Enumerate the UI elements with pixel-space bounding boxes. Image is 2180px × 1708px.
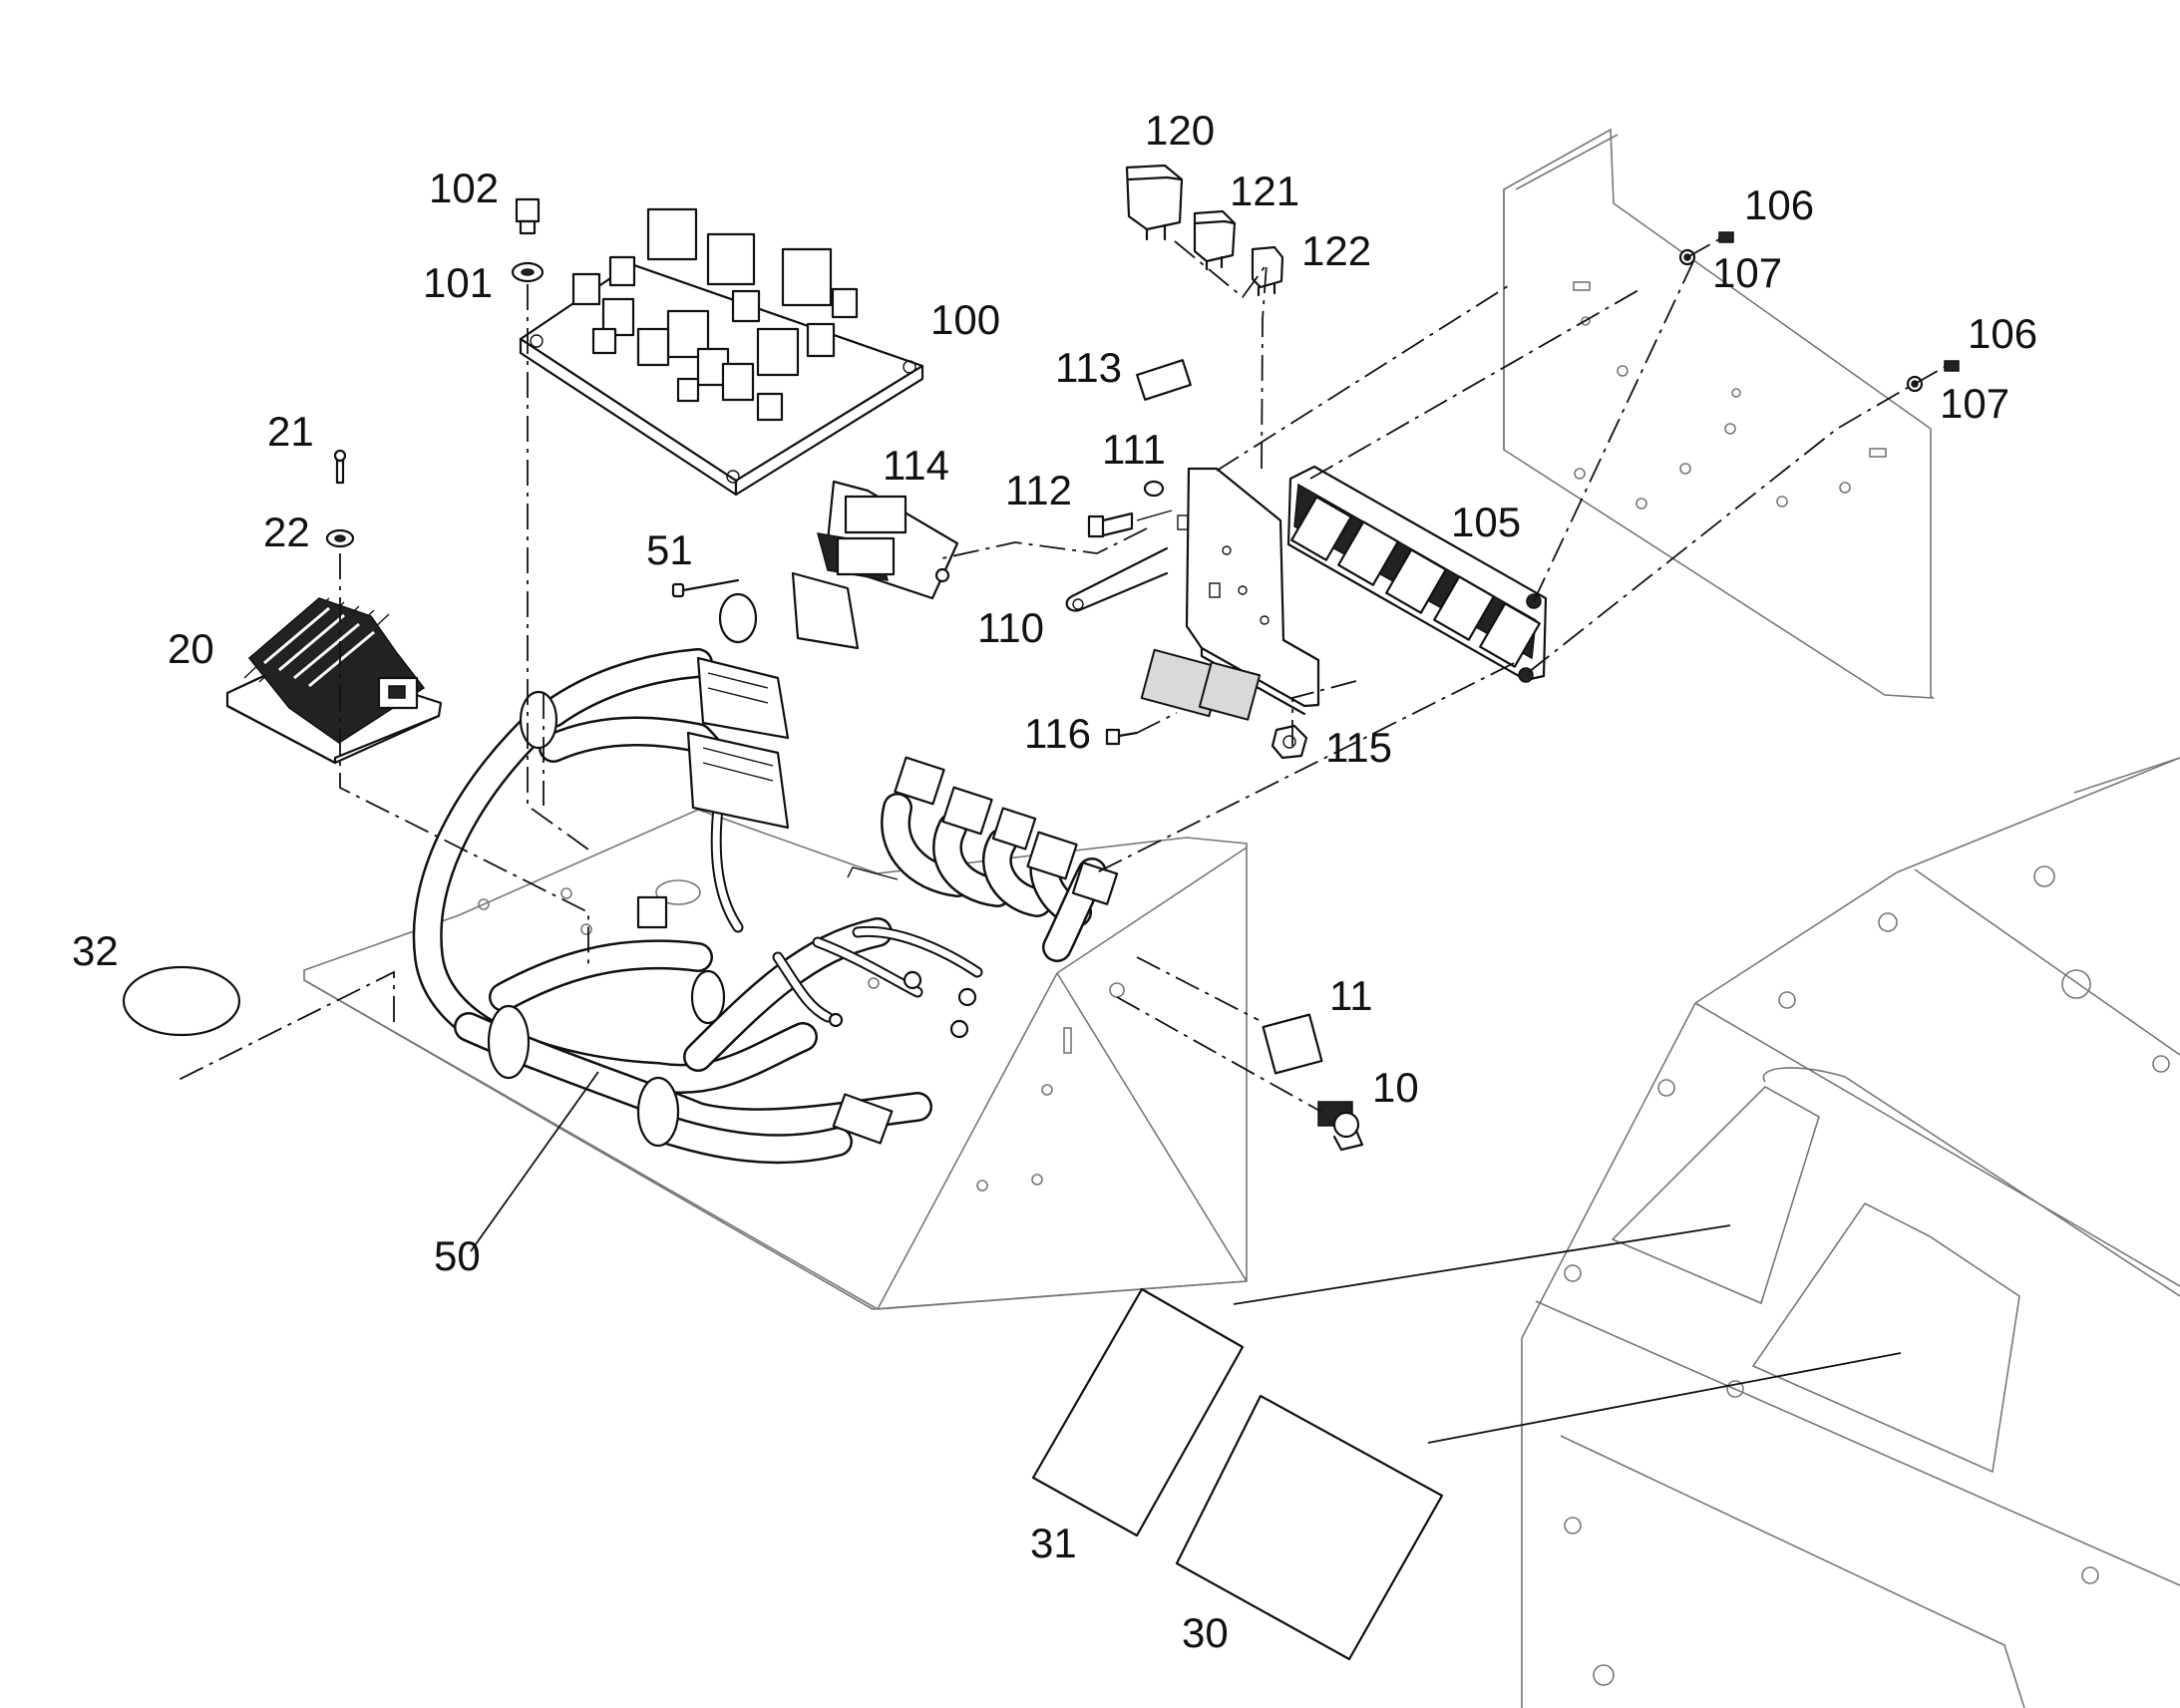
callout-labels: 10 11 20 21 22 30 31 32 50 51 100 101 10… [72, 107, 2037, 1656]
callout-113: 113 [1055, 344, 1122, 391]
label-11 [1262, 1013, 1323, 1075]
screw-51 [671, 578, 740, 598]
callout-106a: 106 [1744, 181, 1814, 228]
decal-30 [1175, 1394, 1444, 1661]
callout-107a: 107 [1712, 249, 1782, 296]
callout-122: 122 [1301, 227, 1371, 274]
callout-22: 22 [263, 509, 310, 555]
callout-112: 112 [1005, 467, 1072, 513]
callout-51: 51 [646, 526, 693, 573]
callout-121: 121 [1230, 168, 1299, 214]
callout-105: 105 [1451, 499, 1521, 545]
callout-114: 114 [883, 442, 949, 489]
callout-20: 20 [168, 625, 214, 672]
mounting-bracket-110 [1065, 467, 1320, 721]
switch-10 [1317, 1101, 1364, 1152]
fuse-relay-strip [1286, 465, 1548, 683]
base-plate [303, 809, 1248, 1310]
control-board [519, 207, 924, 497]
callout-102: 102 [429, 165, 499, 211]
callout-10: 10 [1372, 1064, 1419, 1111]
callout-107b: 107 [1940, 380, 2009, 427]
callout-101: 101 [423, 259, 493, 306]
callout-50: 50 [434, 1232, 481, 1279]
screw-and-washer-21-22 [325, 449, 355, 548]
screw-and-washer-102-101 [511, 197, 545, 283]
heat-sink-module [225, 597, 443, 765]
wire-harness [412, 571, 1119, 1165]
machine-housing [1521, 757, 2180, 1708]
callout-110: 110 [977, 604, 1044, 651]
side-mounting-plate [1503, 128, 1936, 699]
gasket [122, 965, 241, 1037]
callout-111: 111 [1102, 426, 1166, 473]
callout-21: 21 [267, 408, 314, 455]
fasteners-111-112-115-116 [1087, 480, 1308, 760]
connector-block-114 [816, 480, 959, 600]
callout-116: 116 [1024, 710, 1091, 757]
leader-lines [470, 1071, 1902, 1444]
callout-30: 30 [1182, 1609, 1229, 1656]
callout-32: 32 [72, 927, 119, 974]
callout-115: 115 [1325, 724, 1392, 771]
callout-106b: 106 [1968, 310, 2037, 357]
callout-100: 100 [930, 296, 1000, 343]
relays-120-121-122 [1125, 164, 1284, 297]
callout-31: 31 [1030, 1520, 1077, 1566]
assembly-lines [174, 238, 1946, 1113]
callout-120: 120 [1145, 107, 1215, 154]
decal-31 [1031, 1287, 1245, 1537]
label-113 [1136, 359, 1192, 401]
callout-11: 11 [1329, 972, 1373, 1019]
